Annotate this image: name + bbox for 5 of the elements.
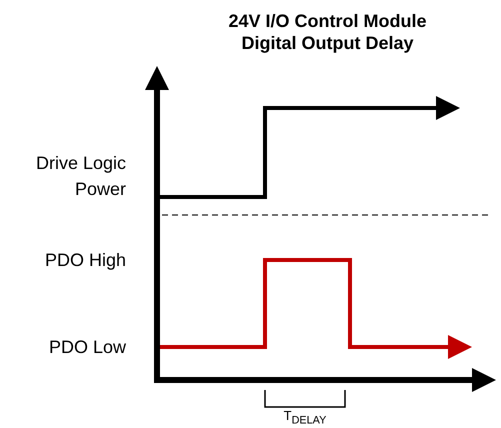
signal-label: Drive Logic Power xyxy=(34,152,126,201)
diagram-title: 24V I/O Control Module Digital Output Delay xyxy=(227,10,428,54)
signal-label: PDO High xyxy=(44,249,126,271)
delay-label: T$_{DELAY}$ xyxy=(282,408,328,428)
signal-label: PDO Low xyxy=(48,336,126,358)
